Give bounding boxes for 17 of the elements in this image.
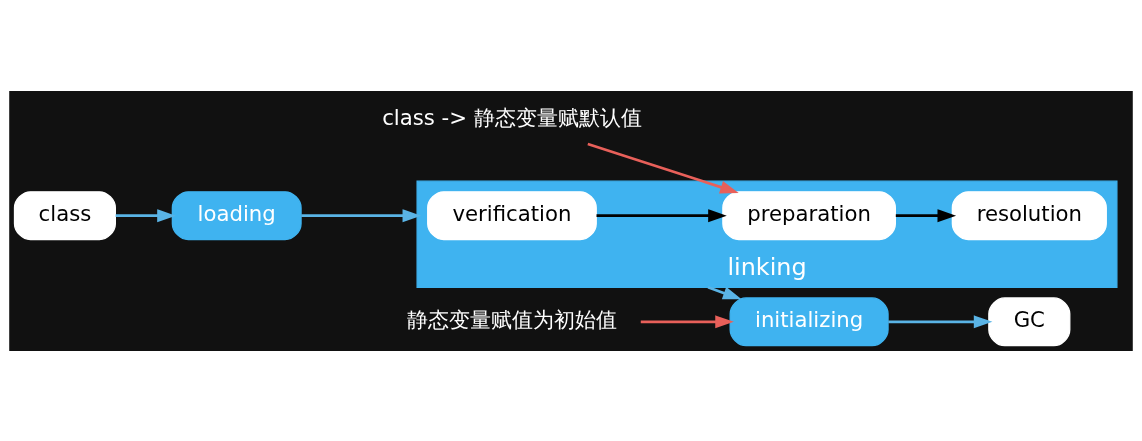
node-box: initializing bbox=[729, 296, 889, 346]
node-text: 静态变量赋值为初始值 bbox=[406, 306, 617, 332]
arrow bbox=[596, 208, 727, 222]
node-box: preparation bbox=[722, 190, 896, 240]
arrow bbox=[640, 314, 734, 328]
node-box: class bbox=[13, 190, 116, 240]
arrow bbox=[587, 142, 739, 193]
node-box: loading bbox=[171, 190, 302, 240]
arrow bbox=[888, 314, 993, 328]
arrow bbox=[707, 285, 742, 299]
node-box: GC bbox=[988, 296, 1071, 346]
node-text: class -> 静态变量赋默认值 bbox=[382, 104, 642, 130]
arrow bbox=[301, 208, 422, 222]
arrow bbox=[895, 208, 957, 222]
node-box: verification bbox=[427, 190, 597, 240]
arrow bbox=[115, 208, 176, 222]
node-box: resolution bbox=[951, 190, 1107, 240]
